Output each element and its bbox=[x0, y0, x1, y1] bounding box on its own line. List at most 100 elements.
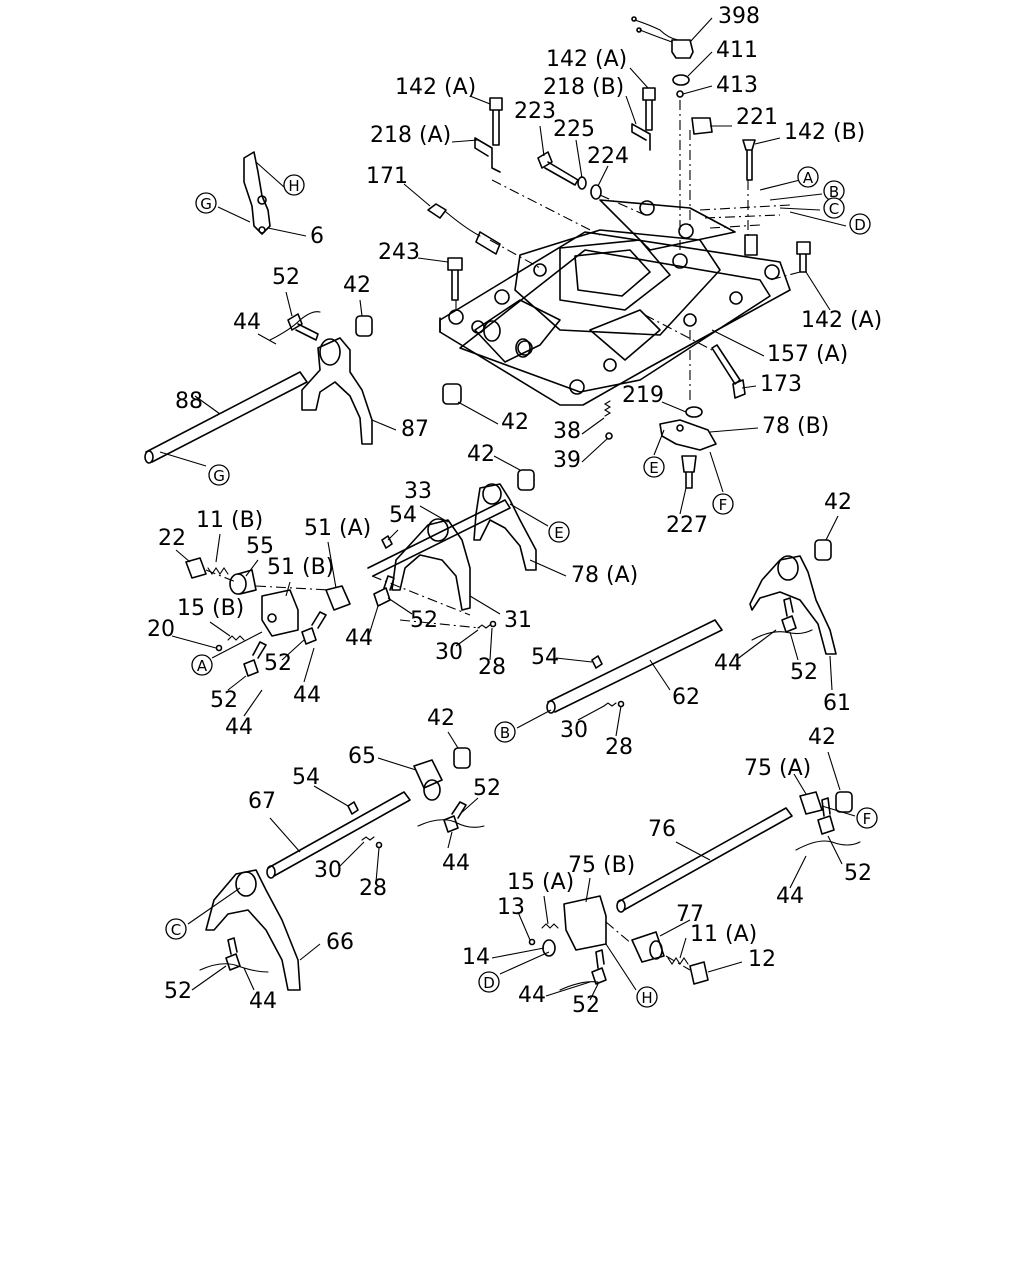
reference-marker-letter: C bbox=[829, 200, 839, 218]
shift-rail-33 bbox=[367, 499, 511, 577]
part-label: 42 bbox=[467, 442, 495, 467]
reference-marker: C bbox=[823, 197, 845, 219]
reference-marker-letter: D bbox=[483, 974, 495, 992]
part-label: 52 bbox=[264, 651, 292, 676]
part-label: 67 bbox=[248, 789, 276, 814]
reference-marker: F bbox=[712, 493, 734, 515]
reference-marker: B bbox=[494, 721, 516, 743]
part-label: 54 bbox=[389, 503, 417, 528]
part-label: 44 bbox=[714, 651, 742, 676]
part-label: 14 bbox=[462, 945, 490, 970]
leader-lines bbox=[159, 17, 856, 1001]
part-label: 65 bbox=[348, 744, 376, 769]
shift-fork-66 bbox=[199, 747, 471, 991]
part-label: 30 bbox=[435, 640, 463, 665]
part-label: 78 (B) bbox=[762, 414, 829, 439]
part-label: 52 bbox=[410, 608, 438, 633]
part-label: 44 bbox=[442, 851, 470, 876]
part-label: 42 bbox=[501, 410, 529, 435]
reference-marker-circle bbox=[494, 721, 516, 743]
part-label: 219 bbox=[622, 383, 664, 408]
part-label: 52 bbox=[572, 993, 600, 1018]
shift-block-65 bbox=[413, 759, 485, 833]
reference-marker-letter: G bbox=[213, 467, 225, 485]
reference-marker: A bbox=[797, 166, 819, 188]
shift-rail-76 bbox=[616, 791, 861, 913]
part-label: 171 bbox=[366, 164, 408, 189]
reference-marker-circle bbox=[643, 456, 665, 478]
part-label: 44 bbox=[249, 989, 277, 1014]
top-center-lines bbox=[455, 100, 801, 400]
part-label: 38 bbox=[553, 419, 581, 444]
part-label: 54 bbox=[531, 645, 559, 670]
shift-fork-87 bbox=[301, 315, 462, 445]
reference-marker-circle bbox=[191, 654, 213, 676]
part-label: 52 bbox=[210, 688, 238, 713]
reference-marker: E bbox=[643, 456, 665, 478]
part-label: 30 bbox=[314, 858, 342, 883]
shift-fork-78a bbox=[473, 469, 537, 571]
part-label: 157 (A) bbox=[767, 342, 848, 367]
part-label: 13 bbox=[497, 895, 525, 920]
part-label: 44 bbox=[225, 715, 253, 740]
part-label: 78 (A) bbox=[571, 563, 638, 588]
reference-marker-letter: D bbox=[854, 216, 866, 234]
reference-marker-circle bbox=[195, 192, 217, 214]
reference-marker: F bbox=[856, 807, 878, 829]
part-label: 42 bbox=[824, 490, 852, 515]
reference-marker: D bbox=[478, 971, 500, 993]
part-label: 54 bbox=[292, 765, 320, 790]
reference-marker-circle bbox=[208, 464, 230, 486]
reference-marker-circle bbox=[548, 521, 570, 543]
part-label: 30 bbox=[560, 718, 588, 743]
top-hardware bbox=[427, 16, 811, 440]
shift-fork-31 bbox=[391, 518, 471, 611]
reference-marker: G bbox=[195, 192, 217, 214]
reference-marker-letter: E bbox=[554, 524, 563, 542]
part-label: 62 bbox=[672, 685, 700, 710]
part-label: 227 bbox=[666, 513, 708, 538]
part-label: 173 bbox=[760, 372, 802, 397]
reference-marker-letter: E bbox=[649, 459, 658, 477]
part-label: 55 bbox=[246, 534, 274, 559]
part-label: 243 bbox=[378, 240, 420, 265]
reference-marker-circle bbox=[856, 807, 878, 829]
reference-marker: E bbox=[548, 521, 570, 543]
part-label: 42 bbox=[343, 273, 371, 298]
reference-marker-letter: H bbox=[641, 989, 652, 1007]
part-label: 44 bbox=[233, 310, 261, 335]
part-label: 52 bbox=[844, 861, 872, 886]
shift-rail-88 bbox=[144, 371, 308, 464]
shift-fork-61 bbox=[749, 539, 837, 655]
part-label: 28 bbox=[478, 655, 506, 680]
bolt-52-top bbox=[269, 311, 321, 341]
reference-marker-circle bbox=[823, 197, 845, 219]
part-label: 223 bbox=[514, 99, 556, 124]
lever-78b bbox=[659, 406, 717, 489]
part-label: 28 bbox=[359, 876, 387, 901]
reference-marker: A bbox=[191, 654, 213, 676]
reference-marker-letter: F bbox=[719, 496, 728, 514]
reference-marker-circle bbox=[636, 986, 658, 1008]
left-middle-hardware bbox=[185, 535, 497, 677]
reference-marker-letter: A bbox=[803, 169, 814, 187]
part-label: 52 bbox=[790, 660, 818, 685]
part-label: 142 (A) bbox=[801, 308, 882, 333]
part-label: 28 bbox=[605, 735, 633, 760]
part-label: 22 bbox=[158, 526, 186, 551]
reference-marker-circle bbox=[165, 918, 187, 940]
reference-marker-letter: C bbox=[171, 921, 181, 939]
part-label: 44 bbox=[345, 626, 373, 651]
part-label: 88 bbox=[175, 389, 203, 414]
part-label: 33 bbox=[404, 479, 432, 504]
part-label: 15 (B) bbox=[177, 596, 244, 621]
part-label: 31 bbox=[504, 608, 532, 633]
part-label: 413 bbox=[716, 73, 758, 98]
reference-marker: C bbox=[165, 918, 187, 940]
part-label: 39 bbox=[553, 448, 581, 473]
part-label: 42 bbox=[427, 706, 455, 731]
reference-marker: H bbox=[283, 174, 305, 196]
part-label: 15 (A) bbox=[507, 870, 574, 895]
